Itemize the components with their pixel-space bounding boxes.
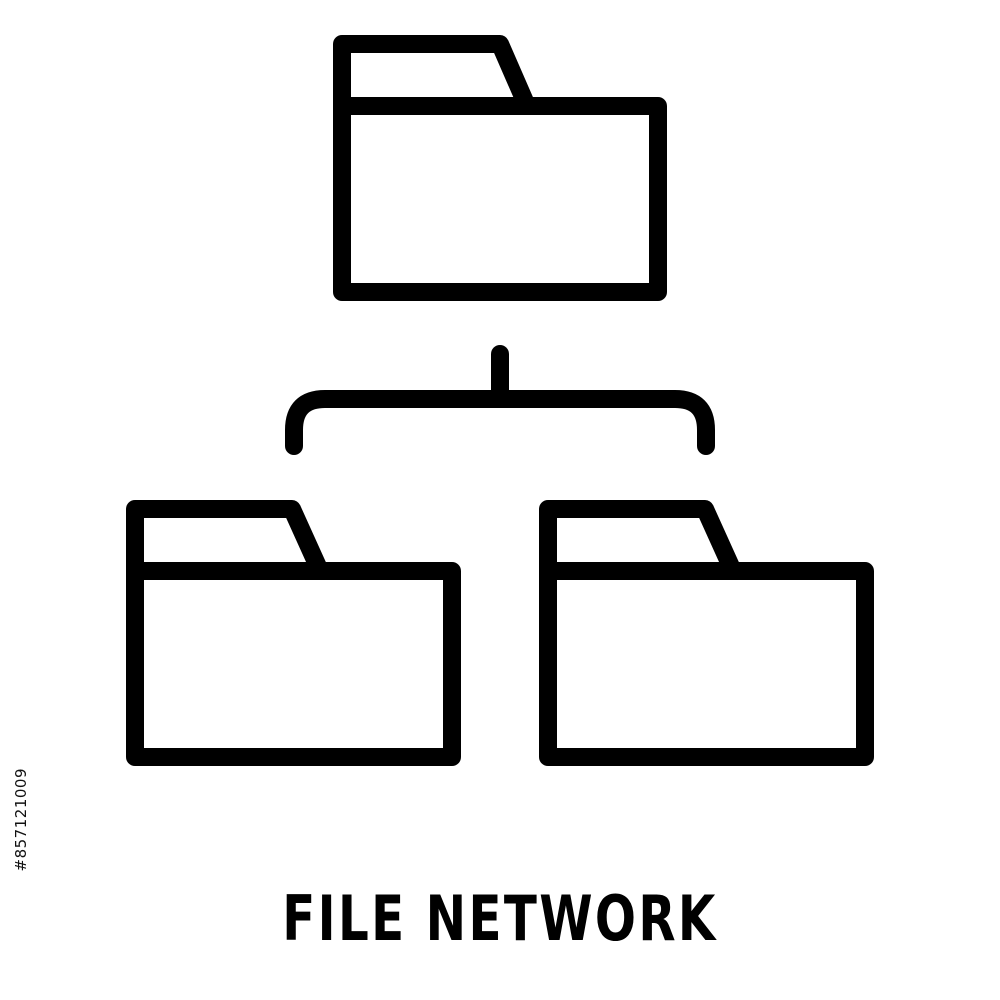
- left-folder-icon: [126, 500, 461, 766]
- icon-caption: FILE NETWORK: [282, 882, 718, 955]
- branch-connector-icon: [285, 345, 715, 455]
- top-folder-icon: [333, 35, 667, 301]
- stock-id-label: #857121009: [12, 768, 30, 872]
- right-folder-icon: [539, 500, 874, 766]
